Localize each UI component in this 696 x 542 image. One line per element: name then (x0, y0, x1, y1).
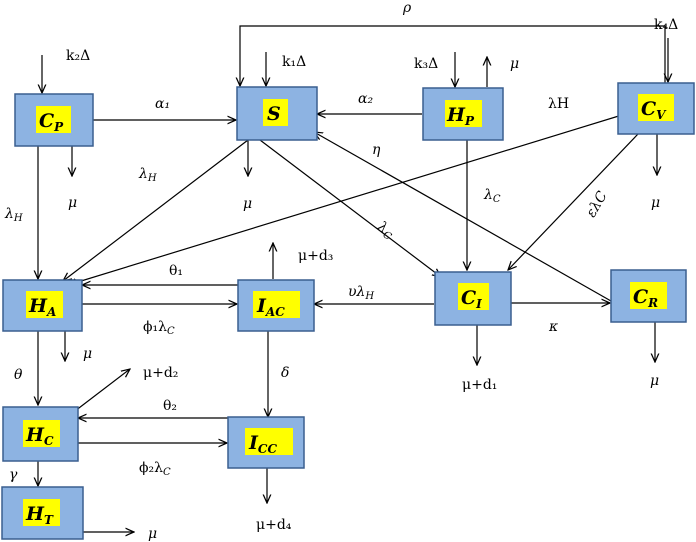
label-mu-cv: μ (651, 195, 660, 211)
node-cv: CV (617, 82, 695, 135)
label-theta: θ (14, 367, 23, 383)
node-ci: CI (434, 271, 512, 326)
label-mud1: μ+d₁ (462, 377, 497, 393)
label-lambdaH-cv: λH (548, 96, 569, 112)
label-lambdaH-cp: λH (4, 206, 23, 224)
edge-s-ci (259, 139, 441, 277)
label-phi1lambdaC: ϕ₁λC (143, 319, 175, 337)
node-hp: HP (422, 87, 504, 141)
label-mu-ht: μ (148, 526, 157, 542)
label-theta2: θ₂ (163, 398, 177, 414)
label-mu-cr: μ (650, 373, 659, 389)
edge-cv-to-s-rho (240, 25, 666, 86)
edge-s-ha (63, 139, 249, 281)
label-eta: η (372, 142, 381, 158)
label-k3delta: k₃Δ (414, 56, 438, 72)
svg-text:S: S (267, 103, 281, 125)
node-ha: HA (2, 279, 83, 332)
label-kappa: κ (548, 319, 558, 335)
label-mud3: μ+d₃ (298, 248, 333, 264)
svg-text:IAC: IAC (256, 295, 285, 319)
label-mu-hp: μ (510, 56, 519, 72)
svg-text:CP: CP (39, 110, 64, 134)
label-lambdaH-s: λH (138, 166, 157, 184)
label-elambdaC: ελC (583, 188, 611, 220)
node-cr: CR (610, 269, 687, 323)
edge-cv-ci (508, 133, 639, 270)
svg-text:HA: HA (28, 295, 56, 319)
label-mud4: μ+d₄ (256, 517, 292, 533)
label-alpha1: α₁ (155, 96, 170, 112)
label-mu-cp: μ (68, 195, 77, 211)
node-s: S (236, 86, 318, 141)
label-lambdaC-hp: λC (483, 187, 501, 205)
svg-text:CI: CI (461, 287, 482, 311)
edge-hc-mu (74, 369, 130, 412)
label-alpha2: α₂ (358, 91, 373, 107)
label-rho: ρ (402, 0, 412, 16)
svg-text:ICC: ICC (248, 432, 277, 456)
label-k2delta: k₂Δ (66, 48, 90, 64)
label-mu-ha: μ (83, 346, 92, 362)
node-cp: CP (14, 93, 94, 147)
label-delta: δ (281, 365, 289, 381)
edge-cr-s (314, 132, 612, 302)
label-theta1: θ₁ (169, 263, 183, 279)
label-k4delta: k₄Δ (654, 17, 678, 33)
node-hc: HC (2, 406, 79, 462)
node-ht: HT (1, 486, 84, 540)
label-mu-s: μ (243, 196, 252, 212)
label-gamma: γ (9, 467, 18, 483)
edge-cv-ha (68, 114, 623, 285)
label-nulambdaH: υλH (348, 284, 374, 302)
svg-text:HP: HP (446, 104, 475, 128)
label-k1delta: k₁Δ (282, 54, 306, 70)
label-mud2: μ+d₂ (143, 365, 178, 381)
svg-text:CV: CV (641, 98, 667, 122)
svg-text:HC: HC (25, 424, 54, 448)
label-phi2lambdaC: ϕ₂λC (139, 460, 171, 478)
node-icc: ICC (227, 416, 305, 469)
svg-text:HT: HT (25, 503, 54, 527)
node-iac: IAC (237, 279, 315, 332)
label-lambdaC-s: λC (372, 218, 397, 243)
svg-text:CR: CR (633, 286, 658, 310)
